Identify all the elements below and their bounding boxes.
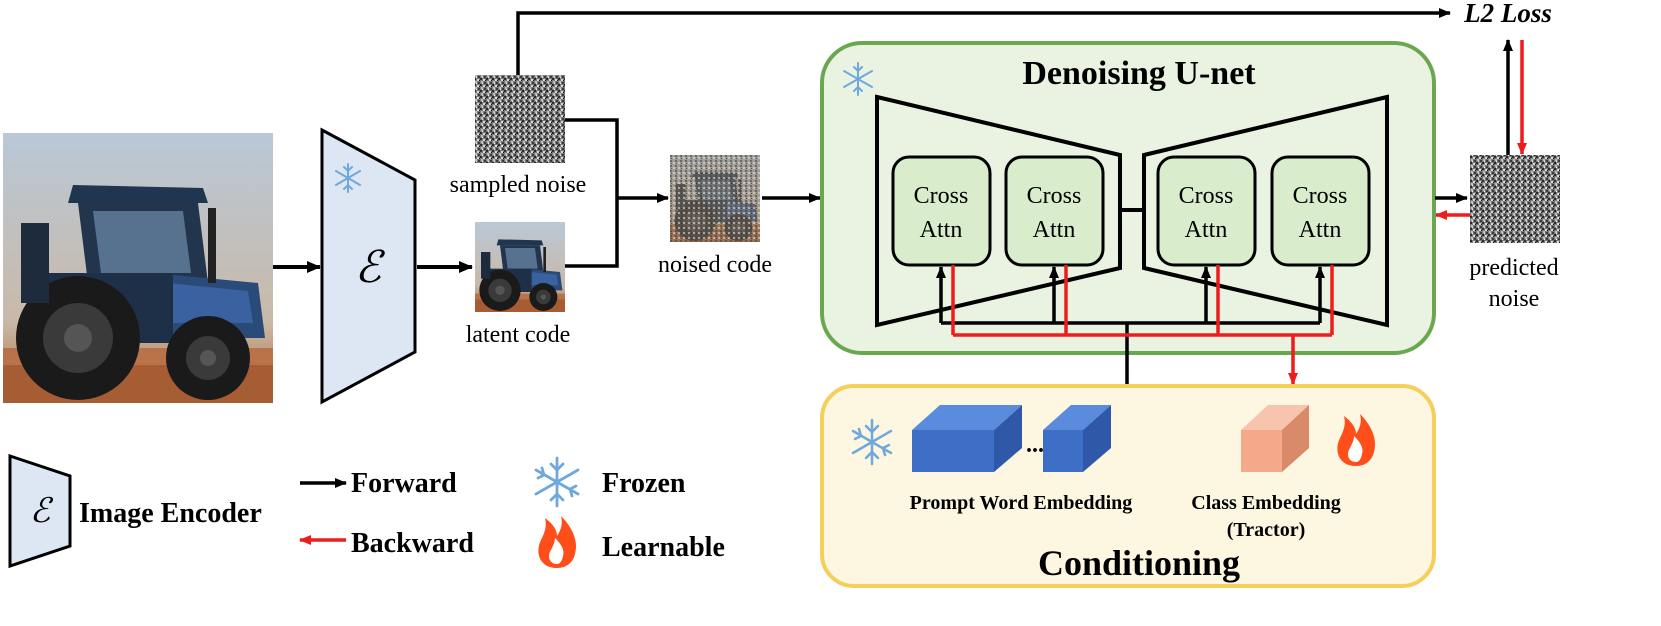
svg-text:Cross: Cross — [914, 183, 969, 209]
connector-latent-merge — [565, 198, 619, 268]
prompt-embedding-label: Prompt Word Embedding — [910, 492, 1133, 514]
cross-attn-block-1: Cross Attn — [891, 155, 992, 267]
legend: ℰ Image Encoder Forward Backward Frozen … — [8, 453, 725, 569]
svg-text:Cross: Cross — [1293, 183, 1348, 209]
l2-loss-label: L2 Loss — [1463, 0, 1552, 28]
svg-text:Cross: Cross — [1027, 183, 1082, 209]
unet-decoder-half — [1142, 94, 1389, 328]
noised-code-image — [670, 155, 760, 242]
sampled-noise-image — [475, 75, 565, 163]
svg-text:ℰ: ℰ — [30, 493, 54, 530]
sampled-noise-label: sampled noise — [450, 172, 587, 198]
latent-code-image — [475, 222, 565, 312]
flame-icon — [1337, 414, 1376, 466]
cross-attn-block-4: Cross Attn — [1270, 155, 1371, 267]
connector-noise-merge — [565, 118, 619, 198]
encoder-symbol: ℰ — [355, 243, 386, 292]
legend-flame-icon — [538, 516, 577, 568]
legend-forward-label: Forward — [351, 468, 457, 499]
legend-backward-label: Backward — [351, 528, 474, 559]
cross-attn-block-2: Cross Attn — [1004, 155, 1105, 267]
image-encoder: ℰ — [320, 127, 417, 405]
arrow-noise-to-loss — [516, 8, 1451, 75]
snowflake-icon — [335, 163, 361, 193]
conditioning-title: Conditioning — [1038, 543, 1240, 583]
conditioning-box: Conditioning ... Prompt Word Embedding — [820, 384, 1436, 588]
predicted-noise-image — [1470, 155, 1560, 243]
predicted-noise-label-2: noise — [1489, 286, 1540, 312]
legend-encoder-icon: ℰ — [8, 453, 72, 569]
unet-title: Denoising U-net — [1022, 55, 1256, 92]
class-embedding-block — [1241, 405, 1309, 472]
cross-attn-block-3: Cross Attn — [1156, 155, 1257, 267]
conditioning-backward-bus — [951, 265, 1334, 385]
latent-code-label: latent code — [466, 322, 571, 348]
svg-text:Cross: Cross — [1179, 183, 1234, 209]
svg-text:Attn: Attn — [1299, 217, 1342, 243]
input-tractor-image — [3, 133, 273, 403]
legend-snowflake-icon — [534, 456, 580, 508]
conditioning-snowflake-icon — [851, 418, 893, 466]
legend-encoder-label: Image Encoder — [79, 498, 262, 529]
class-embedding-label: Class Embedding — [1191, 492, 1341, 514]
class-embedding-sublabel: (Tractor) — [1227, 519, 1305, 541]
prompt-embedding-ellipsis: ... — [1026, 432, 1044, 458]
legend-frozen-label: Frozen — [602, 468, 686, 499]
svg-text:Attn: Attn — [1185, 217, 1228, 243]
noised-code-label: noised code — [658, 252, 772, 278]
legend-learnable-label: Learnable — [602, 532, 725, 563]
svg-text:Attn: Attn — [1033, 217, 1076, 243]
denoising-unet: Denoising U-net Cross Attn Cross Attn Cr… — [820, 41, 1436, 385]
prompt-embedding-block-2 — [954, 405, 1022, 472]
prompt-embedding-block-3 — [1043, 405, 1111, 472]
unet-snowflake-icon — [843, 62, 873, 96]
predicted-noise-label-1: predicted — [1469, 255, 1558, 281]
unet-encoder-half — [875, 94, 1122, 328]
svg-text:Attn: Attn — [920, 217, 963, 243]
